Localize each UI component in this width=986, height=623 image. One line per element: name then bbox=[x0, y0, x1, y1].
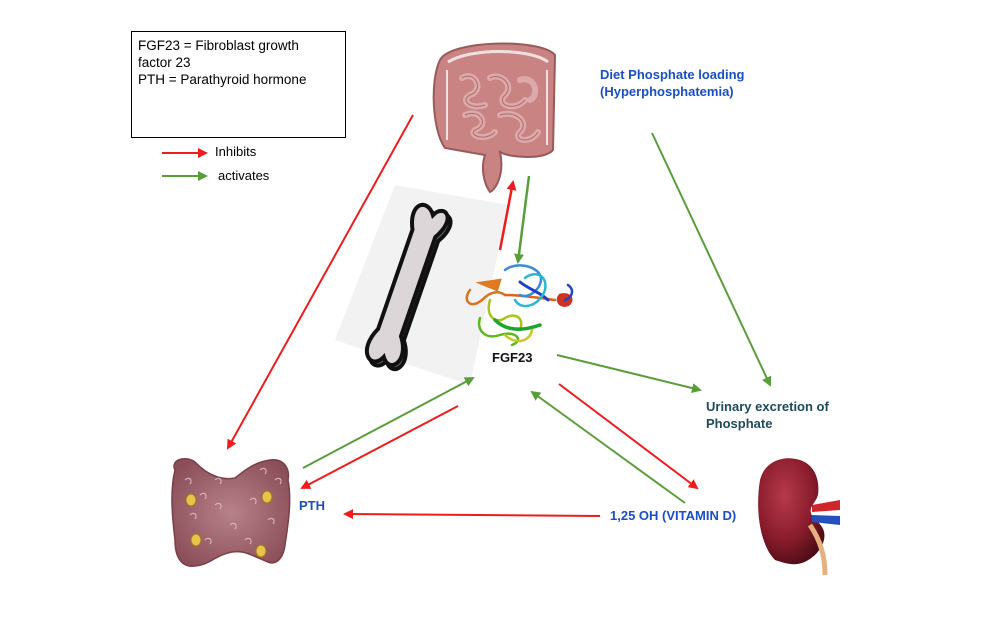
intestine-icon bbox=[432, 42, 557, 194]
urinary-excretion-line2: Phosphate bbox=[706, 416, 773, 431]
edge-fgf23-inhibits-pth bbox=[300, 405, 459, 489]
edge-vitamin-d-inhibits-pth bbox=[343, 509, 601, 520]
bone-icon bbox=[364, 203, 453, 372]
vitamin-d-label: 1,25 OH (VITAMIN D) bbox=[610, 508, 737, 523]
urinary-excretion-label: Urinary excretion of Phosphate bbox=[706, 398, 829, 432]
edge-pth-activates-fgf23 bbox=[302, 377, 475, 469]
kidney-icon bbox=[758, 458, 840, 576]
pth-label: PTH bbox=[299, 498, 325, 513]
edge-fgf23-activates-urinary bbox=[556, 354, 702, 393]
edge-fgf23-inhibits-vitamin-d bbox=[558, 383, 699, 490]
legend-line: FGF23 = Fibroblast growth bbox=[138, 38, 299, 53]
parathyroid-gland-icon bbox=[171, 458, 291, 567]
legend-definitions-box: FGF23 = Fibroblast growth factor 23 PTH … bbox=[131, 31, 346, 138]
edge-intestine-inhibits-parathyroid bbox=[227, 114, 414, 450]
edge-vitamin-d-activates-fgf23 bbox=[530, 390, 686, 504]
legend-line: PTH = Parathyroid hormone bbox=[138, 72, 307, 87]
edge-fgf23-inhibits-intestine bbox=[498, 180, 517, 251]
fgf23-label: FGF23 bbox=[492, 350, 533, 365]
edge-diet-activates-urinary bbox=[651, 132, 772, 387]
legend-activates-label: activates bbox=[218, 168, 270, 183]
diet-phosphate-line2: (Hyperphosphatemia) bbox=[600, 84, 734, 99]
edge-intestine-activates-fgf23 bbox=[514, 175, 531, 264]
fgf23-protein-icon bbox=[465, 264, 574, 347]
legend-line: factor 23 bbox=[138, 55, 191, 70]
urinary-excretion-line1: Urinary excretion of bbox=[706, 399, 829, 414]
legend-inhibits-label: Inhibits bbox=[215, 144, 257, 159]
diet-phosphate-label: Diet Phosphate loading (Hyperphosphatemi… bbox=[600, 66, 744, 100]
diet-phosphate-line1: Diet Phosphate loading bbox=[600, 67, 745, 82]
